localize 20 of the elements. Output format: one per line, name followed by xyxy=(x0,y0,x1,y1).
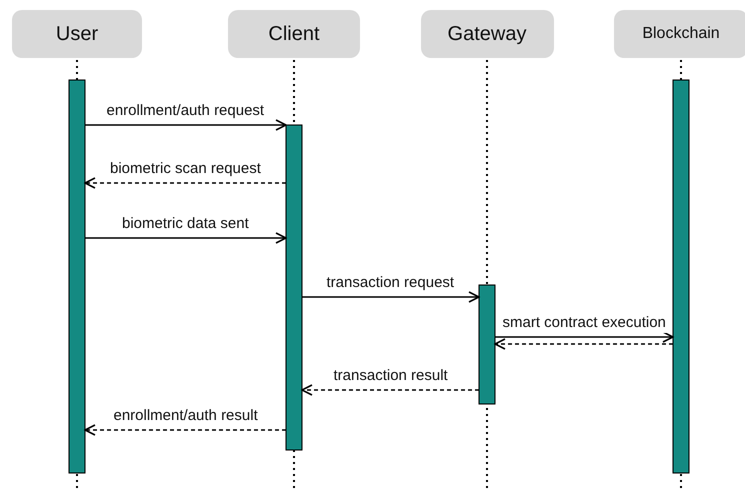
arrow xyxy=(301,384,479,396)
edge-label: smart contract execution xyxy=(500,313,668,333)
arrow xyxy=(495,331,674,343)
participant-box: Blockchain xyxy=(614,10,745,58)
participant-box: User xyxy=(12,10,142,58)
participant-box: Gateway xyxy=(420,10,554,58)
arrow xyxy=(84,424,286,436)
edge-label: enrollment/auth request xyxy=(104,101,266,121)
arrow xyxy=(85,232,287,244)
activation-bar xyxy=(68,80,86,474)
arrow xyxy=(85,119,287,131)
activation-bar xyxy=(672,80,690,474)
activation-bar xyxy=(286,124,302,450)
edge-label: biometric scan request xyxy=(108,159,263,179)
edge-label: transaction request xyxy=(324,273,456,293)
arrow xyxy=(302,291,480,303)
arrow xyxy=(494,338,673,350)
activation-bar xyxy=(478,284,496,404)
participant-box: Client xyxy=(228,10,360,58)
arrow xyxy=(84,177,286,189)
